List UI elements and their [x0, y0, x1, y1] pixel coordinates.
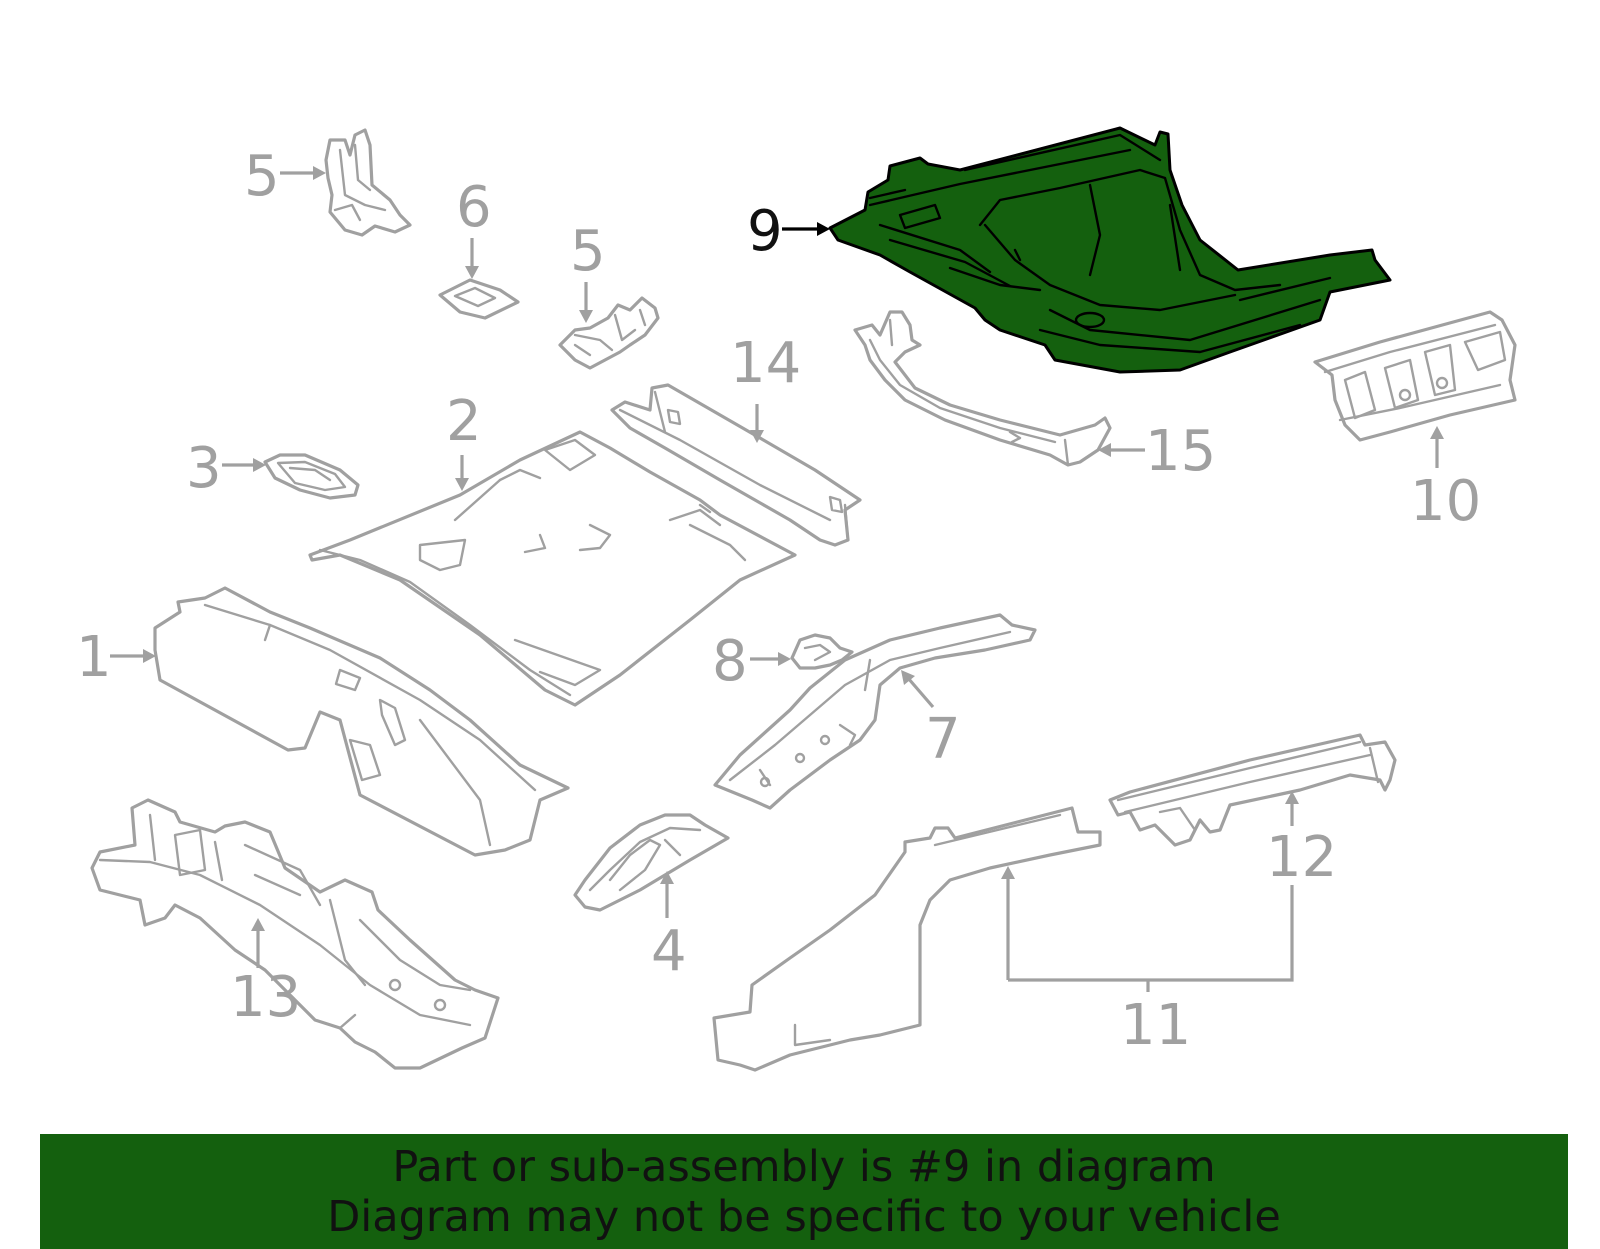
part-5-lower-bracket[interactable]	[558, 296, 660, 370]
part-9-rear-floor-pan[interactable]	[828, 126, 1392, 374]
part-6-pad[interactable]	[438, 278, 520, 320]
callout-11: 11	[1120, 993, 1191, 1058]
callout-14: 14	[730, 331, 801, 396]
callout-9: 9	[747, 199, 783, 264]
info-banner: Part or sub-assembly is #9 in diagram Di…	[40, 1134, 1568, 1249]
leader-lines	[110, 166, 1444, 992]
part-5-upper-bracket[interactable]	[324, 128, 412, 237]
banner-line-1: Part or sub-assembly is #9 in diagram	[392, 1142, 1216, 1192]
part-15-rear-crossmember[interactable]	[853, 310, 1112, 467]
callout-4: 4	[651, 919, 687, 984]
part-4-bracket[interactable]	[573, 813, 730, 912]
part-1-floor-pan-front[interactable]	[153, 586, 570, 857]
callout-3: 3	[186, 436, 222, 501]
callout-10: 10	[1410, 469, 1481, 534]
callout-5-middle: 5	[570, 219, 606, 284]
part-11-quarter-inner-panel[interactable]	[712, 806, 1102, 1072]
part-12-side-rail[interactable]	[1108, 733, 1397, 847]
callout-12: 12	[1266, 825, 1337, 890]
callout-2: 2	[446, 389, 482, 454]
callout-1: 1	[76, 625, 112, 690]
callout-5-upper: 5	[244, 144, 280, 209]
part-13-floor-side-member[interactable]	[90, 798, 500, 1070]
callout-6: 6	[456, 175, 492, 240]
callout-7: 7	[925, 707, 961, 772]
callout-13: 13	[230, 965, 301, 1030]
callout-labels: 1 2 3 4 5 5 6 7 8 9 10 11 12 13 14 15	[76, 144, 1481, 1058]
callout-8: 8	[712, 629, 748, 694]
part-10-rear-panel[interactable]	[1313, 310, 1517, 442]
callout-15: 15	[1145, 419, 1216, 484]
part-14-crossmember[interactable]	[610, 383, 862, 547]
part-2-floor-panel[interactable]	[308, 430, 797, 707]
part-3-plug[interactable]	[263, 453, 360, 500]
part-7-side-member[interactable]	[713, 613, 1037, 810]
banner-line-2: Diagram may not be specific to your vehi…	[327, 1192, 1281, 1242]
part-8-small-bracket[interactable]	[790, 633, 854, 670]
